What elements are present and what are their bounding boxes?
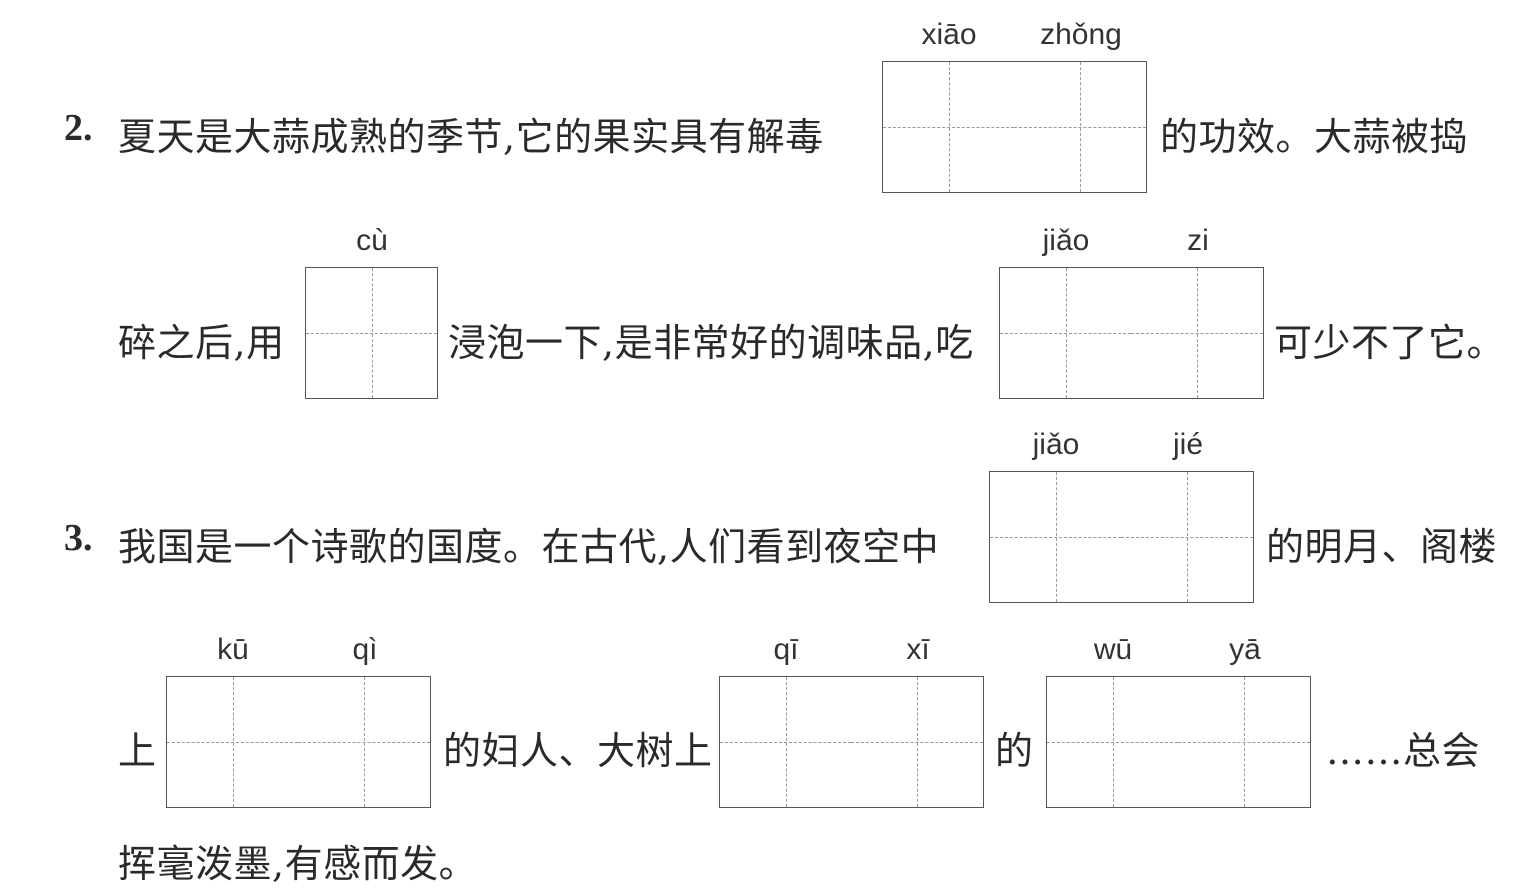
- pinyin-qi-2: qī: [773, 633, 799, 666]
- answer-box-ya[interactable]: [1178, 676, 1311, 808]
- answer-box-zhong[interactable]: [1014, 61, 1147, 193]
- answer-box-xi[interactable]: [851, 676, 984, 808]
- q2-line1-text-a: 夏天是大蒜成熟的季节,它的果实具有解毒: [118, 115, 824, 159]
- pinyin-ku: kū: [217, 633, 249, 666]
- answer-box-ku[interactable]: [166, 676, 299, 808]
- q3-line2-text-b: 的妇人、大树上: [443, 729, 713, 773]
- q3-line2-text-d: ……总会: [1326, 729, 1481, 773]
- q2-line2-text-c: 可少不了它。: [1274, 321, 1506, 365]
- pinyin-xi: xī: [906, 633, 930, 666]
- answer-box-jiao[interactable]: [999, 267, 1132, 399]
- pinyin-xiao: xiāo: [921, 18, 977, 51]
- pinyin-cu: cù: [356, 224, 388, 257]
- q2-line2-text-b: 浸泡一下,是非常好的调味品,吃: [448, 321, 974, 365]
- answer-box-jie[interactable]: [1121, 471, 1254, 603]
- pinyin-zhong: zhǒng: [1040, 18, 1122, 51]
- q3-line1-text-a: 我国是一个诗歌的国度。在古代,人们看到夜空中: [118, 525, 940, 569]
- answer-box-qi-2[interactable]: [719, 676, 852, 808]
- answer-box-jiao-2[interactable]: [989, 471, 1122, 603]
- question-number-2: 2.: [64, 107, 93, 149]
- answer-box-xiao[interactable]: [882, 61, 1015, 193]
- answer-box-zi[interactable]: [1131, 267, 1264, 399]
- answer-box-qi[interactable]: [298, 676, 431, 808]
- q3-line1-text-b: 的明月、阁楼: [1266, 525, 1498, 569]
- q3-line2-text-c: 的: [995, 729, 1034, 773]
- answer-box-wu[interactable]: [1046, 676, 1179, 808]
- pinyin-zi: zi: [1187, 224, 1209, 257]
- pinyin-qi: qì: [352, 633, 378, 666]
- q2-line1-text-b: 的功效。大蒜被捣: [1160, 115, 1469, 159]
- pinyin-jie: jié: [1172, 428, 1203, 461]
- pinyin-wu: wū: [1093, 633, 1133, 666]
- q2-line2-text-a: 碎之后,用: [118, 321, 285, 365]
- question-number-3: 3.: [64, 517, 93, 559]
- pinyin-ya: yā: [1229, 633, 1261, 666]
- answer-box-cu[interactable]: [305, 267, 438, 399]
- q3-line2-text-a: 上: [118, 729, 157, 773]
- pinyin-jiao-2: jiǎo: [1032, 428, 1080, 461]
- q3-line3-text: 挥毫泼墨,有感而发。: [118, 842, 478, 886]
- pinyin-jiao: jiǎo: [1042, 224, 1090, 257]
